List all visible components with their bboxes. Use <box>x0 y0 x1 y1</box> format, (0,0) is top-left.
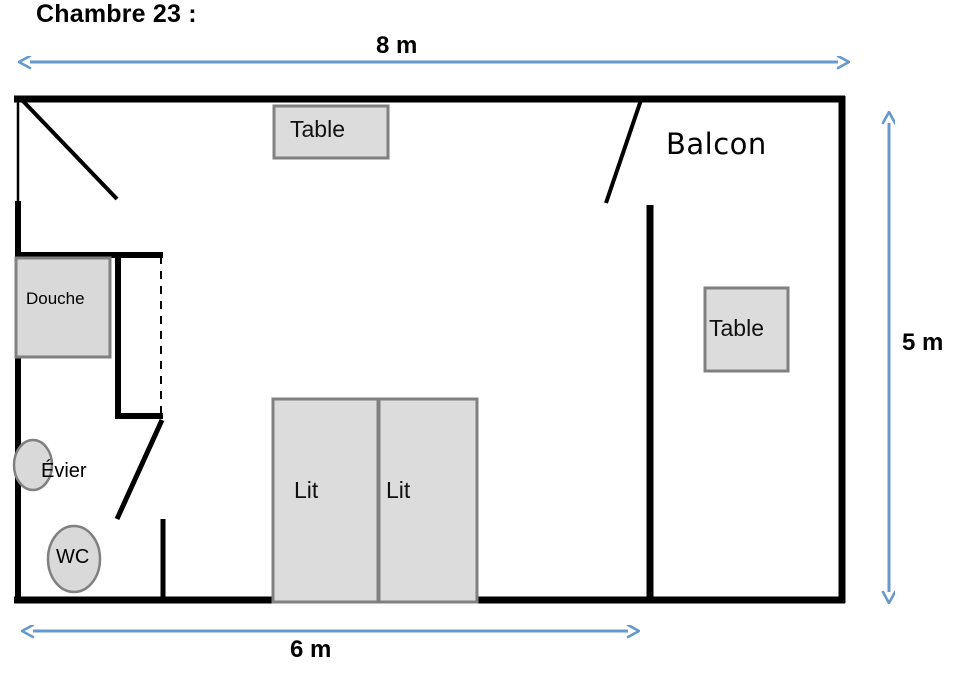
dimension-label-top: 8 m <box>376 32 418 59</box>
dimension-label-bottom: 6 m <box>290 636 332 663</box>
fixture-sink[interactable] <box>12 438 54 492</box>
bathroom-walls <box>16 252 166 601</box>
entry-door-leaf <box>20 98 119 201</box>
furniture-bed-left[interactable] <box>271 397 380 604</box>
furniture-label-table-balcony: Table <box>709 315 764 341</box>
furniture-table-top[interactable] <box>272 104 390 160</box>
page-title: Chambre 23 : <box>36 0 197 28</box>
furniture-label-bed-right: Lit <box>386 477 411 503</box>
bathroom-door-leaf <box>114 418 165 521</box>
fixture-label-sink: Évier <box>41 460 87 482</box>
fixture-label-toilet: WC <box>56 546 90 568</box>
door-swing-icon-entry <box>20 98 119 201</box>
furniture-bed-right[interactable] <box>377 397 479 604</box>
furniture-table-balcony[interactable] <box>703 286 790 373</box>
room-label-balcony: Balcon <box>666 127 767 161</box>
balcony-door-leaf <box>604 99 643 204</box>
fixture-toilet[interactable] <box>46 524 102 594</box>
fixture-shower[interactable] <box>14 256 112 359</box>
dimension-label-right: 5 m <box>902 329 944 356</box>
furniture-label-table-top: Table <box>290 116 345 142</box>
door-swing-icon-balcony <box>604 99 643 204</box>
furniture-label-bed-left: Lit <box>294 477 319 503</box>
fixture-label-shower: Douche <box>26 289 85 308</box>
door-swing-icon-bathroom <box>114 418 165 521</box>
